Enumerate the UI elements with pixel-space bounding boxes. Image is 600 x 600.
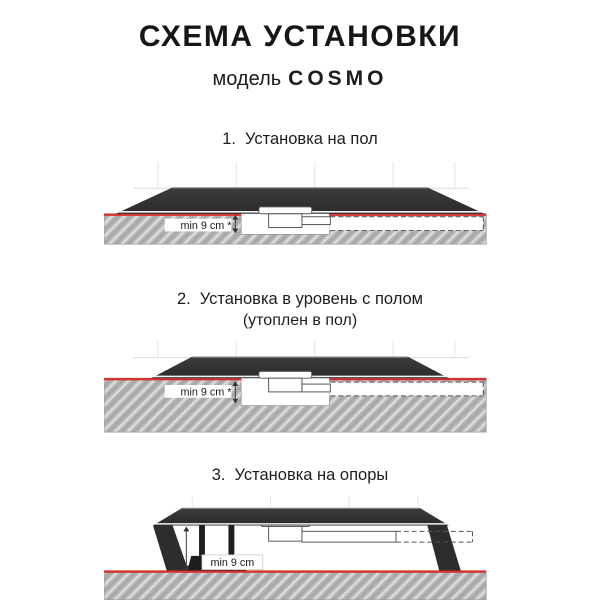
step3-caption: 3. Установка на опоры [0, 465, 600, 486]
step2-caption-text: Установка в уровень с полом [199, 289, 424, 308]
page-title: СХЕМА УСТАНОВКИ [138, 20, 462, 53]
wall-tiles [191, 495, 419, 507]
shower-tray [153, 507, 449, 526]
step1-caption-text: Установка на пол [244, 130, 378, 148]
tray-left-skirt [153, 525, 189, 571]
step2-number: 2. [176, 289, 191, 308]
wall-tiles [133, 341, 469, 359]
shower-tray [115, 186, 485, 214]
drain-siphon [258, 371, 331, 393]
drain-pipe-dashed [396, 530, 473, 543]
step3-caption-text: Установка на опоры [234, 466, 389, 485]
pipe-channel [329, 382, 484, 397]
header: СХЕМА УСТАНОВКИ модель COSMO [0, 0, 600, 91]
step2-caption-line2: (утоплен в пол) [242, 312, 358, 330]
step3-diagram: min 9 cm [104, 495, 487, 600]
label-backdrop [164, 218, 232, 232]
label-backdrop [164, 385, 232, 399]
model-name: COSMO [288, 67, 388, 90]
height-arrow [183, 526, 190, 571]
drain-pipe-dashed [330, 215, 484, 231]
floor-cross-section [104, 571, 487, 600]
step3-number: 3. [211, 466, 226, 485]
wall-tiles [133, 161, 469, 189]
step1-number: 1. [222, 130, 236, 148]
shower-tray [151, 356, 449, 379]
min-depth-label: min 9 cm * [181, 220, 233, 232]
section-install-flush: 2. Установка в уровень с полом (утоплен в… [0, 289, 600, 436]
model-subtitle: модель COSMO [0, 67, 600, 91]
model-label: модель [212, 68, 282, 90]
step2-diagram: min 9 cm * [104, 341, 487, 433]
min-depth-label: min 9 cm * [181, 387, 233, 399]
tray-right-skirt [427, 525, 461, 571]
step1-caption: 1. Установка на пол [0, 129, 600, 150]
pipe-channel [329, 216, 484, 231]
depth-arrow [232, 214, 239, 234]
step2-caption: 2. Установка в уровень с полом (утоплен в… [0, 289, 600, 332]
drain-siphon [258, 206, 331, 228]
section-install-on-supports: 3. Установка на опоры [0, 465, 600, 600]
step1-diagram: min 9 cm * [104, 161, 487, 245]
min-height-label: min 9 cm [211, 557, 255, 569]
depth-arrow [232, 381, 239, 404]
drain-pipe-dashed [330, 381, 484, 397]
section-install-on-floor: 1. Установка на пол [0, 129, 600, 247]
label-box [201, 554, 264, 570]
